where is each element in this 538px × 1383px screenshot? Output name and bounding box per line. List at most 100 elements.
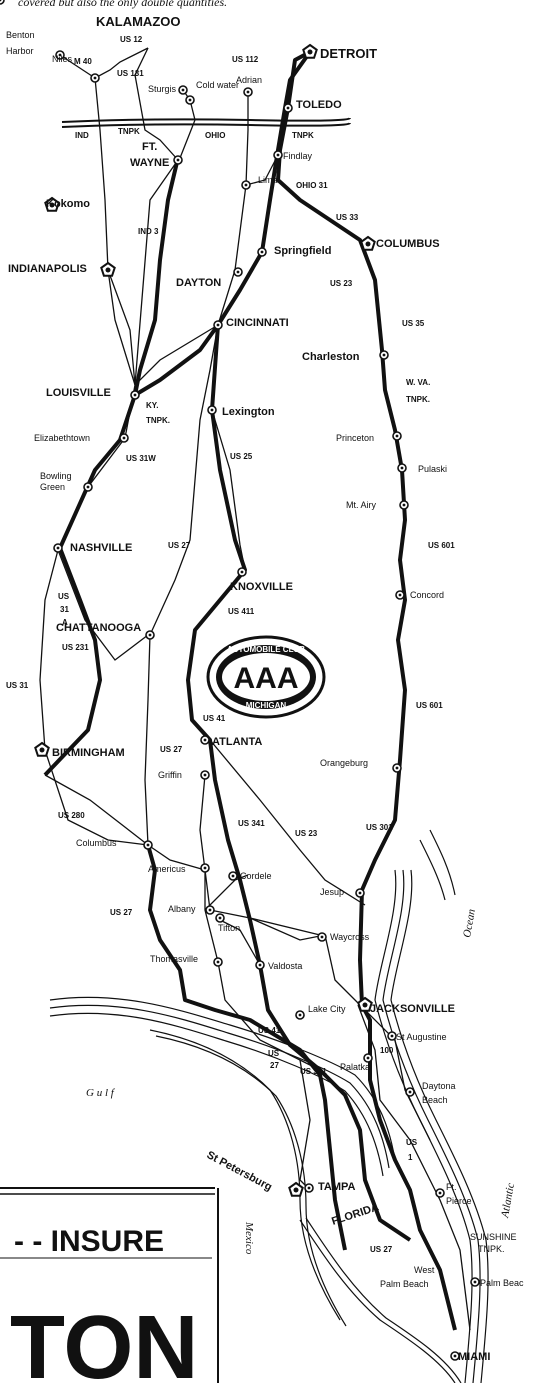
route-label-us23b: US 23 [295,829,318,838]
city-label-sunshine2: TNPK. [478,1244,505,1254]
city-label-daytona1: Daytona [422,1081,456,1091]
city-marker [304,1183,314,1193]
route-label-us23a: US 23 [330,279,353,288]
route-label-us25: US 25 [230,452,253,461]
city-marker [273,150,283,160]
city-label-louisville: LOUISVILLE [46,387,111,399]
city-marker [397,463,407,473]
city-marker [363,1053,373,1063]
city-marker [283,103,293,113]
city-marker [90,73,100,83]
city-marker [55,50,65,60]
route-label-us601a: US 601 [428,541,455,550]
city-marker [143,840,153,850]
city-label-ftwayne1: FT. [142,141,157,153]
coastline [49,829,489,1383]
route-label-us27c: US 27 [110,908,133,917]
city-marker [34,741,50,757]
city-label-palatka: Palatka [340,1062,370,1072]
logo-state: MICHIGAN [246,701,287,710]
city-marker [100,261,116,277]
city-label-albany: Albany [168,904,196,914]
city-marker [83,482,93,492]
city-marker [44,196,60,212]
route-label-us35: US 35 [402,319,425,328]
route-label-ohio31: OHIO 31 [296,181,328,190]
city-marker [233,267,243,277]
city-marker [200,735,210,745]
city-marker [392,763,402,773]
city-marker [295,1010,305,1020]
route-label-wva2: TNPK. [406,395,430,404]
city-label-dayton: DAYTON [176,277,221,289]
route-label-us411: US 411 [228,607,255,616]
route-label-m40: M 40 [74,57,92,66]
route-label-us12: US 12 [120,35,143,44]
route-label-us33: US 33 [336,213,359,222]
logo-ring-text: AUTOMOBILE CLUB [227,645,305,654]
aaa-logo: AUTOMOBILE CLUB AAA MICHIGAN [206,635,326,719]
city-label-ftpierce2: Pierce [446,1196,472,1206]
city-label-americus: Americus [148,864,186,874]
city-label-adrian: Adrian [236,75,262,85]
city-label-thomasville: Thomasville [150,954,198,964]
city-markers [0,0,480,1361]
city-label-kalamazoo: KALAMAZOO [96,14,181,29]
city-marker [215,913,225,923]
city-label-sturgis: Sturgis [148,84,177,94]
main-roads [43,50,457,1331]
atlantic-label: Atlantic [499,1182,517,1219]
city-label-orangeburg: Orangeburg [320,758,368,768]
city-label-jesup: Jesup [320,887,344,897]
city-marker [228,871,238,881]
route-label-ind3: IND 3 [138,227,159,236]
city-marker [185,95,195,105]
city-marker [357,996,373,1012]
route-label-ky2: TNPK. [146,416,170,425]
city-label-atlanta: ATLANTA [212,736,262,748]
city-label-lima: Lima [258,175,278,185]
city-label-ftwayne2: WAYNE [130,157,169,169]
city-marker [173,155,183,165]
mexico-label: Mexico [243,1221,255,1255]
route-label-us131: US 131 [117,69,144,78]
route-label-us31b: 31 [60,605,69,614]
route-label-us27b: US 27 [160,745,183,754]
city-marker [213,957,223,967]
city-label-tampa: TAMPA [318,1181,356,1193]
city-marker [243,87,253,97]
city-marker [119,433,129,443]
route-label-us280: US 280 [58,811,85,820]
route-label-us27e: US 27 [370,1245,393,1254]
city-label-princeton: Princeton [336,433,374,443]
tnpk-label-1: TNPK [118,127,140,136]
city-marker [205,905,215,915]
route-label-us27d2: 27 [270,1061,279,1070]
city-label-pulaski: Pulaski [418,464,447,474]
city-marker [360,235,376,251]
city-marker [145,630,155,640]
city-marker [257,247,267,257]
city-marker [379,350,389,360]
route-label-us31w: US 31W [126,454,156,463]
city-label-charleston: Charleston [302,351,360,363]
city-marker [395,590,405,600]
city-marker [207,405,217,415]
city-label-findlay: Findlay [283,151,313,161]
city-label-valdosta: Valdosta [268,961,302,971]
city-label-palmbeach: Palm Beac [480,1278,524,1288]
city-label-lakecity: Lake City [308,1004,346,1014]
city-label-lexington: Lexington [222,406,275,418]
ad-big-word: TON [10,1298,198,1383]
route-label-us41b: US 41 [258,1026,281,1035]
ohio-turnpike [61,117,351,128]
city-marker [405,1087,415,1097]
city-marker [399,500,409,510]
city-label-niles: Niles [52,54,73,64]
city-label-birmingham: BIRMINGHAM [52,747,125,759]
city-label-detroit: DETROIT [320,46,377,61]
city-label-concord: Concord [410,590,444,600]
route-label-us112: US 112 [232,55,259,64]
city-label-nashville: NASHVILLE [70,542,132,554]
